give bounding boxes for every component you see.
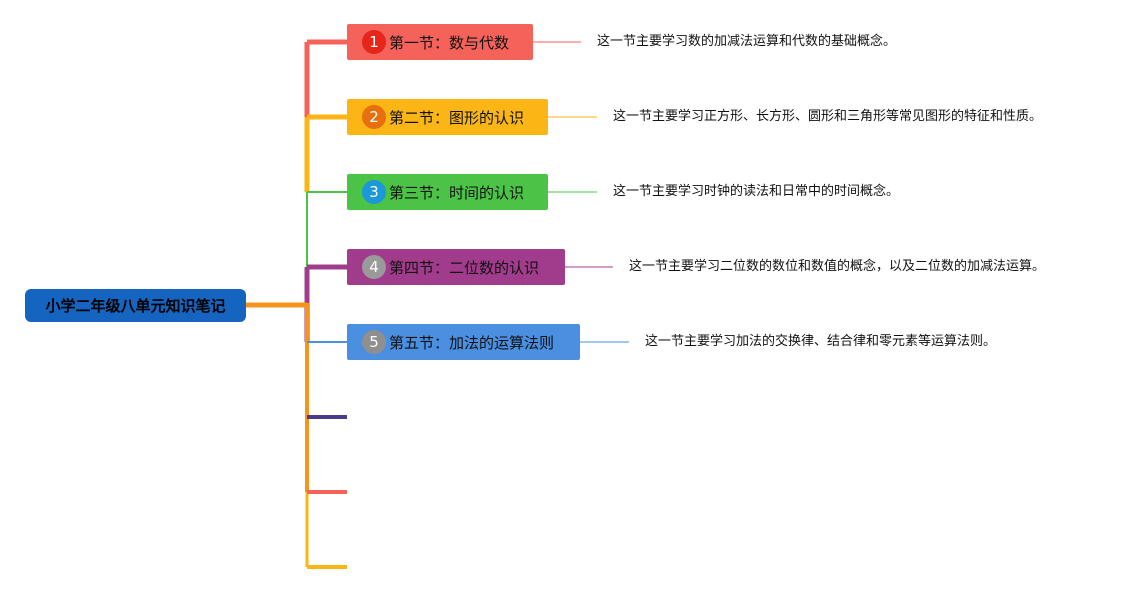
section-number-badge: 2 [362, 105, 386, 129]
root-node[interactable]: 小学二年级八单元知识笔记 [25, 289, 246, 322]
section-number-badge: 4 [362, 255, 386, 279]
section-description-1: 这一节主要学习数的加减法运算和代数的基础概念。 [597, 34, 897, 49]
section-number-badge: 3 [362, 180, 386, 204]
section-title: 第三节：时间的认识 [389, 183, 525, 202]
section-title: 第四节：二位数的认识 [389, 258, 540, 277]
section-description-4: 这一节主要学习二位数的数位和数值的概念，以及二位数的加减法运算。 [629, 259, 1046, 274]
section-description-5: 这一节主要学习加法的交换律、结合律和零元素等运算法则。 [645, 334, 997, 349]
section-description-2: 这一节主要学习正方形、长方形、圆形和三角形等常见图形的特征和性质。 [613, 109, 1043, 124]
section-title: 第五节：加法的运算法则 [389, 333, 555, 352]
section-number-badge: 1 [362, 30, 386, 54]
section-title: 第二节：图形的认识 [389, 108, 525, 127]
section-description-3: 这一节主要学习时钟的读法和日常中的时间概念。 [613, 184, 900, 199]
root-label: 小学二年级八单元知识笔记 [45, 297, 226, 315]
section-title: 第一节：数与代数 [389, 33, 510, 52]
section-number-badge: 5 [362, 330, 386, 354]
